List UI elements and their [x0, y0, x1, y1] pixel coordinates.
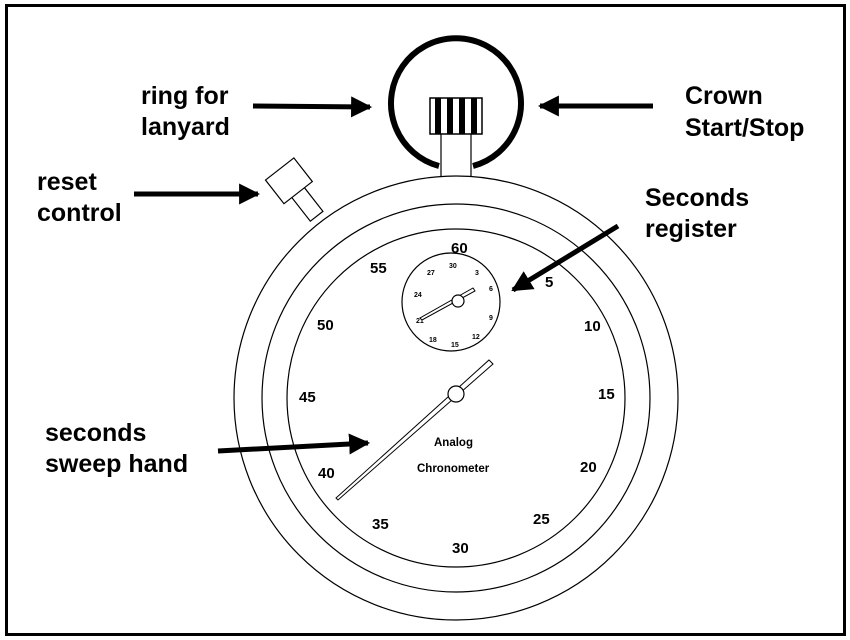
sub-number-3: 3: [475, 270, 479, 277]
brand-line-2: Chronometer: [417, 463, 490, 475]
label-reset-line2: control: [37, 199, 122, 227]
dial-number-10: 10: [584, 318, 601, 335]
label-seconds-register-line1: Seconds: [645, 184, 749, 212]
dial-number-50: 50: [317, 317, 334, 334]
sub-number-6: 6: [489, 286, 493, 293]
arrow-ring: [252, 96, 373, 118]
sweep-hand: [335, 359, 494, 501]
sub-number-30: 30: [449, 263, 457, 270]
sub-number-24: 24: [414, 292, 422, 299]
crown-start-stop: [429, 97, 483, 135]
label-ring-line2: lanyard: [141, 113, 230, 141]
sub-number-18: 18: [429, 337, 437, 344]
brand-line-1: Analog: [434, 437, 473, 449]
sub-number-15: 15: [451, 342, 459, 349]
arrow-sweep: [217, 433, 371, 455]
dial-number-30: 30: [452, 540, 469, 557]
dial-number-5: 5: [545, 274, 553, 291]
label-seconds-register-line2: register: [645, 215, 737, 243]
label-sweep-line1: seconds: [45, 419, 146, 447]
sub-number-21: 21: [416, 318, 424, 325]
reset-control: [264, 157, 324, 223]
crown-stem: [440, 132, 472, 180]
seconds-register: 3 6 9 12 15 18 21 24 27 30: [401, 252, 501, 352]
dial-number-55: 55: [370, 260, 387, 277]
label-ring-line1: ring for: [141, 82, 229, 110]
dial-number-45: 45: [299, 389, 316, 406]
dial-number-20: 20: [580, 459, 597, 476]
label-sweep-line2: sweep hand: [45, 450, 188, 478]
label-reset-line1: reset: [37, 168, 97, 196]
dial-number-40: 40: [318, 465, 335, 482]
sub-number-9: 9: [489, 315, 493, 322]
callout-labels: ring for lanyard Crown Start/Stop reset …: [37, 82, 804, 478]
dial-number-35: 35: [372, 516, 389, 533]
label-crown-line1: Crown: [685, 82, 763, 110]
lanyard-ring: [388, 35, 524, 169]
arrow-seconds-register: [511, 223, 620, 293]
sub-number-27: 27: [427, 270, 435, 277]
dial-number-15: 15: [598, 386, 615, 403]
sub-number-12: 12: [472, 334, 480, 341]
label-crown-line2: Start/Stop: [685, 114, 804, 142]
main-dial-numbers: 5 10 15 20 25 30 35 40 45 50 55 60: [299, 240, 615, 557]
dial-number-25: 25: [533, 511, 550, 528]
callout-arrows: [134, 95, 653, 455]
